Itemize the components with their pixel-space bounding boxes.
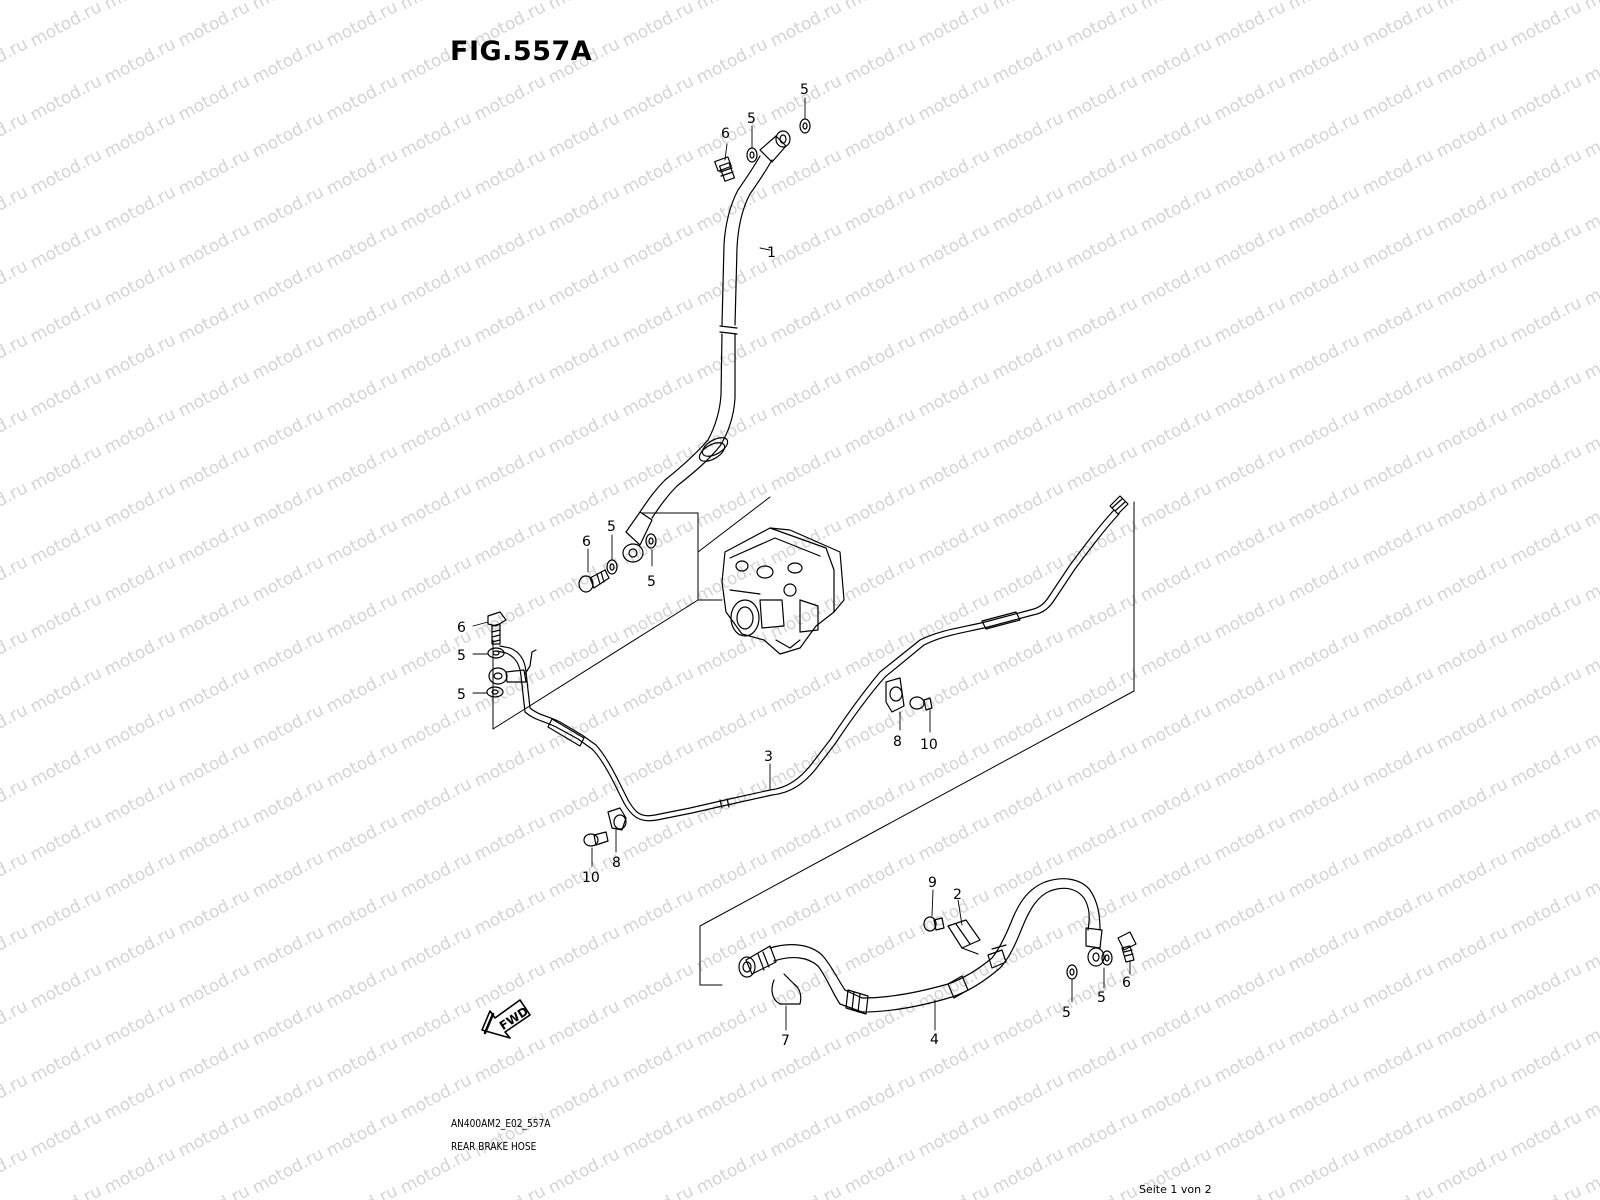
callout-labels: 1 2 3 4 5 5 5 5 5 5 5 5 6 6 6 6 7 8 8 9 … (457, 82, 1131, 1049)
washer-5-upper-a (746, 147, 758, 163)
callout-5d: 5 (647, 574, 656, 590)
figure-title: FIG.557A (450, 36, 593, 67)
callout-9: 9 (928, 875, 937, 891)
brake-pipe-3 (496, 495, 1129, 822)
washer-5-middle-a (606, 559, 618, 575)
washer-5-upper-b (799, 118, 811, 134)
page-indicator: Seite 1 von 2 (1139, 1183, 1212, 1196)
callout-5e: 5 (457, 648, 466, 664)
callout-5b: 5 (800, 82, 809, 98)
callout-1: 1 (767, 245, 776, 261)
callout-leaders (472, 97, 1131, 1031)
leader-frames (492, 496, 1135, 986)
banjo-fitting-left (488, 649, 537, 685)
figure-subtitle: REAR BRAKE HOSE (451, 1140, 537, 1153)
callout-5g: 5 (1062, 1005, 1071, 1021)
clip-7 (771, 973, 802, 1005)
callout-4: 4 (930, 1032, 939, 1048)
bolt-6-upper (714, 156, 736, 182)
washer-5-middle-b (645, 533, 657, 549)
callout-8a: 8 (893, 734, 902, 750)
callout-5c: 5 (607, 519, 616, 535)
callout-7: 7 (781, 1033, 790, 1049)
brake-hose-1 (622, 130, 791, 563)
bolt-10-lower (583, 831, 609, 847)
callout-6b: 6 (582, 534, 591, 550)
clamp-8-lower (607, 807, 627, 831)
figure-code: AN400AM2_E02_557A (451, 1117, 551, 1130)
washer-5-right-a (1066, 964, 1078, 980)
callout-6c: 6 (457, 620, 466, 636)
callout-8b: 8 (612, 855, 621, 871)
callout-3: 3 (764, 749, 773, 765)
callout-6d: 6 (1122, 975, 1131, 991)
abs-unit (721, 527, 845, 655)
washer-5-left-a (487, 647, 505, 659)
callout-2: 2 (953, 887, 962, 903)
callout-5a: 5 (747, 111, 756, 127)
clamp-8-upper (885, 677, 905, 713)
callout-10b: 10 (582, 870, 600, 886)
fwd-arrow (481, 999, 531, 1039)
callout-5h: 5 (1097, 990, 1106, 1006)
callout-5f: 5 (457, 687, 466, 703)
washer-5-right-b (1101, 950, 1113, 966)
brake-hose-4 (738, 878, 1105, 1015)
clamp-2 (947, 919, 981, 955)
bolt-6-middle (578, 569, 610, 593)
callout-6a: 6 (721, 126, 730, 142)
bolt-9 (923, 916, 945, 932)
bolt-10-upper (909, 696, 933, 711)
callout-10a: 10 (920, 737, 938, 753)
bolt-6-right (1117, 931, 1137, 963)
bolt-6-left (487, 611, 507, 645)
washer-5-left-b (486, 686, 504, 698)
